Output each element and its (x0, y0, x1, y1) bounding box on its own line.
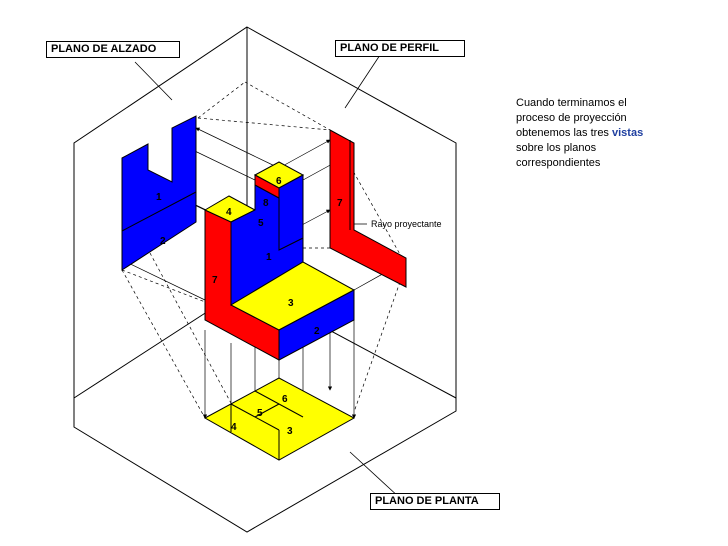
iso-num-2: 2 (314, 326, 320, 337)
iso-num-3: 3 (288, 298, 294, 309)
description-before: Cuando terminamos el proceso de proyecci… (516, 97, 627, 139)
plan-outline (203, 377, 356, 461)
elevation-face-1 (121, 115, 197, 271)
plan-num-3: 3 (287, 426, 293, 437)
projection-rays (121, 127, 405, 461)
iso-face-5-back (278, 174, 304, 251)
face-numbers: 1 2 1 2 3 4 5 6 7 8 7 3 4 5 6 Rayo proye… (156, 176, 442, 437)
label-plano-alzado: PLANO DE ALZADO (46, 41, 180, 58)
profile-num-7: 7 (337, 198, 343, 209)
plan-num-6: 6 (282, 394, 288, 405)
elevation-edge (121, 191, 197, 232)
description-after: sobre los planos correspondientes (516, 142, 601, 169)
iso-num-6: 6 (276, 176, 282, 187)
box-outline (73, 26, 457, 533)
iso-num-4: 4 (226, 207, 232, 218)
iso-num-7: 7 (212, 275, 218, 286)
elevation-num-1: 1 (156, 192, 162, 203)
label-plano-planta: PLANO DE PLANTA (370, 493, 500, 510)
isometric-piece (203, 161, 356, 361)
profile-face-7 (329, 129, 407, 288)
label-plano-perfil: PLANO DE PERFIL (335, 40, 465, 57)
plan-view (203, 377, 356, 461)
profile-view (329, 129, 407, 288)
plan-edge-e (254, 403, 280, 418)
iso-num-5: 5 (258, 218, 264, 229)
iso-face-2 (278, 289, 355, 361)
ray-label: Rayo proyectante (371, 219, 442, 229)
iso-num-8: 8 (263, 198, 269, 209)
iso-num-1: 1 (266, 252, 272, 263)
label-leaders (134, 54, 401, 499)
description-text: Cuando terminamos el proceso de proyecci… (516, 96, 666, 171)
elevation-view (121, 115, 197, 271)
plan-num-5: 5 (257, 408, 263, 419)
plan-num-4: 4 (231, 422, 237, 433)
description-highlight: vistas (612, 127, 644, 139)
elevation-num-2: 2 (160, 236, 166, 247)
